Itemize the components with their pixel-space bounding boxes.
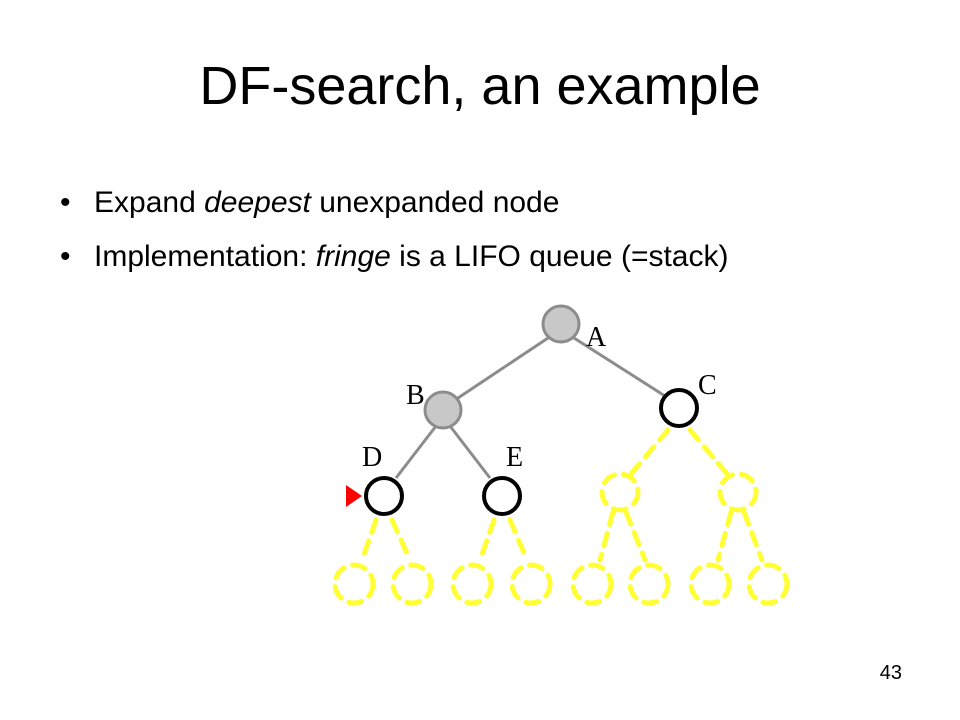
slide-title: DF-search, an example [199, 56, 761, 116]
bullet-list: • Expand deepest unexpanded node • Imple… [60, 176, 728, 284]
edge-b-d [394, 425, 438, 479]
bullet-2-text-end: is a LIFO queue (=stack) [390, 240, 729, 273]
node-label-a: A [586, 322, 607, 353]
bullet-dot-icon: • [60, 240, 71, 273]
edge-cr-right [741, 509, 765, 563]
unexplored-leaf-5 [570, 562, 614, 606]
bullet-2-text: Implementation: [94, 240, 316, 273]
unexplored-leaf-7 [688, 562, 732, 606]
node-label-e: E [506, 442, 523, 473]
unexplored-leaf-2 [390, 562, 434, 606]
node-label-b: B [406, 380, 425, 411]
page-number: 43 [879, 662, 902, 684]
edge-c-right [687, 427, 731, 478]
unexplored-leaf-4 [509, 562, 553, 606]
unexplored-node-cl [599, 471, 641, 513]
bullet-dot-icon: • [60, 186, 71, 219]
edge-c-left [627, 427, 671, 478]
edge-e-right [507, 517, 530, 563]
edge-a-b [454, 336, 549, 402]
bullet-2-emphasis: fringe [315, 240, 391, 273]
bullet-1-text-end: unexpanded node [310, 186, 560, 219]
node-a [541, 304, 581, 344]
edge-d-right [389, 517, 413, 563]
unexplored-leaf-6 [627, 562, 671, 606]
node-label-c: C [698, 370, 717, 401]
bullet-1-emphasis: deepest [204, 186, 311, 219]
edge-cl-left [597, 509, 616, 563]
edge-b-e [448, 425, 492, 479]
edge-d-left [359, 517, 379, 563]
bullet-item-1: • Expand deepest unexpanded node [60, 176, 728, 230]
node-c [659, 388, 699, 428]
node-label-d: D [362, 442, 382, 473]
unexplored-leaf-8 [746, 562, 790, 606]
unexplored-subtree [332, 427, 790, 606]
node-d [364, 476, 404, 516]
current-node-pointer-icon [346, 485, 362, 507]
edge-e-left [477, 517, 497, 563]
unexplored-leaf-1 [332, 562, 376, 606]
node-e [482, 476, 522, 516]
unexplored-leaf-3 [450, 562, 494, 606]
explored-edges [394, 336, 666, 479]
bullet-1-text: Expand [94, 186, 205, 219]
node-b [423, 390, 463, 430]
edge-cl-right [623, 509, 648, 563]
unexplored-node-cr [717, 471, 759, 513]
edge-cr-left [715, 509, 734, 563]
bullet-item-2: • Implementation: fringe is a LIFO queue… [60, 230, 728, 284]
edge-a-c [573, 336, 666, 398]
